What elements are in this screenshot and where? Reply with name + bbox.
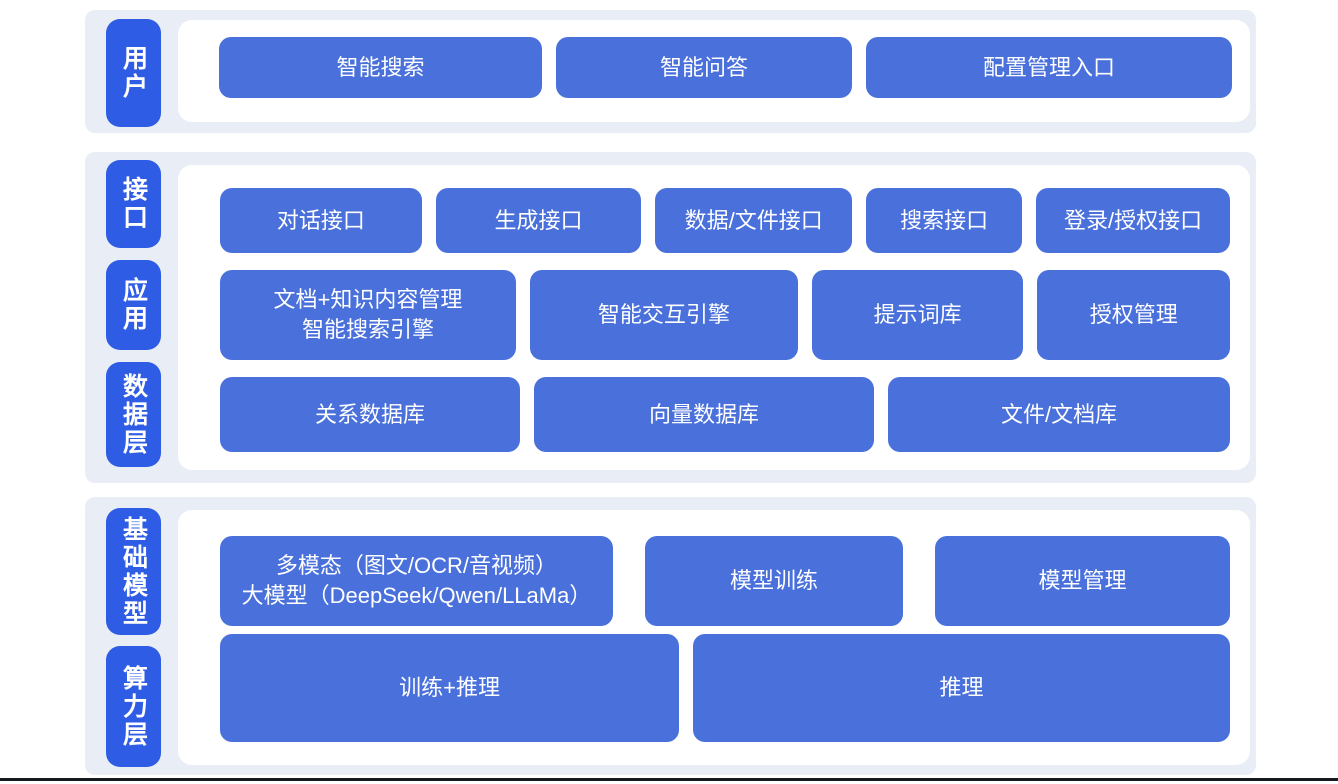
diagram-row: 训练+推理推理 [220, 634, 1230, 742]
diagram-row: 关系数据库向量数据库文件/文档库 [220, 377, 1230, 452]
layer-label: 接口 [106, 160, 161, 248]
diagram-box: 智能问答 [556, 37, 852, 98]
layer-label-column: 基础模型算力层 [106, 508, 161, 767]
diagram-box: 登录/授权接口 [1036, 188, 1230, 253]
layer-label-column: 用户 [106, 19, 161, 127]
diagram-row: 多模态（图文/OCR/音视频） 大模型（DeepSeek/Qwen/LLaMa）… [220, 536, 1230, 626]
layer-label: 应用 [106, 260, 161, 350]
diagram-row: 对话接口生成接口数据/文件接口搜索接口登录/授权接口 [220, 188, 1230, 253]
layer-label: 数据层 [106, 362, 161, 467]
diagram-box: 生成接口 [435, 188, 642, 253]
diagram-box: 训练+推理 [220, 634, 680, 742]
diagram-box: 模型训练 [645, 536, 903, 626]
layer-content: 智能搜索智能问答配置管理入口 [178, 20, 1250, 122]
diagram-box: 数据/文件接口 [655, 188, 853, 253]
diagram-box: 多模态（图文/OCR/音视频） 大模型（DeepSeek/Qwen/LLaMa） [220, 536, 613, 626]
diagram-box: 关系数据库 [220, 377, 521, 452]
layer-label: 基础模型 [106, 508, 161, 635]
bottom-divider-line [0, 778, 1338, 781]
layer-content: 对话接口生成接口数据/文件接口搜索接口登录/授权接口文档+知识内容管理 智能搜索… [178, 165, 1250, 470]
diagram-box: 提示词库 [811, 270, 1024, 360]
layer-panel-interface-app-data: 接口应用数据层对话接口生成接口数据/文件接口搜索接口登录/授权接口文档+知识内容… [85, 152, 1256, 483]
layer-label-column: 接口应用数据层 [106, 160, 161, 467]
layer-panel-model-compute: 基础模型算力层 多模态（图文/OCR/音视频） 大模型（DeepSeek/Qwen… [85, 497, 1256, 775]
diagram-box: 模型管理 [935, 536, 1230, 626]
diagram-box: 向量数据库 [534, 377, 875, 452]
layer-panel-user: 用户智能搜索智能问答配置管理入口 [85, 10, 1256, 133]
layer-label: 算力层 [106, 646, 161, 767]
layer-label: 用户 [106, 19, 161, 127]
diagram-box: 配置管理入口 [866, 37, 1232, 98]
diagram-box: 文件/文档库 [888, 377, 1230, 452]
diagram-box: 文档+知识内容管理 智能搜索引擎 [220, 270, 516, 360]
diagram-box: 智能交互引擎 [529, 270, 798, 360]
diagram-box: 对话接口 [220, 188, 422, 253]
diagram-box: 推理 [693, 634, 1230, 742]
diagram-box: 智能搜索 [219, 37, 542, 98]
layer-content: 多模态（图文/OCR/音视频） 大模型（DeepSeek/Qwen/LLaMa）… [178, 510, 1250, 765]
diagram-box: 授权管理 [1037, 270, 1230, 360]
diagram-row: 智能搜索智能问答配置管理入口 [219, 37, 1232, 98]
diagram-box: 搜索接口 [866, 188, 1023, 253]
diagram-row: 文档+知识内容管理 智能搜索引擎智能交互引擎提示词库授权管理 [220, 270, 1230, 360]
